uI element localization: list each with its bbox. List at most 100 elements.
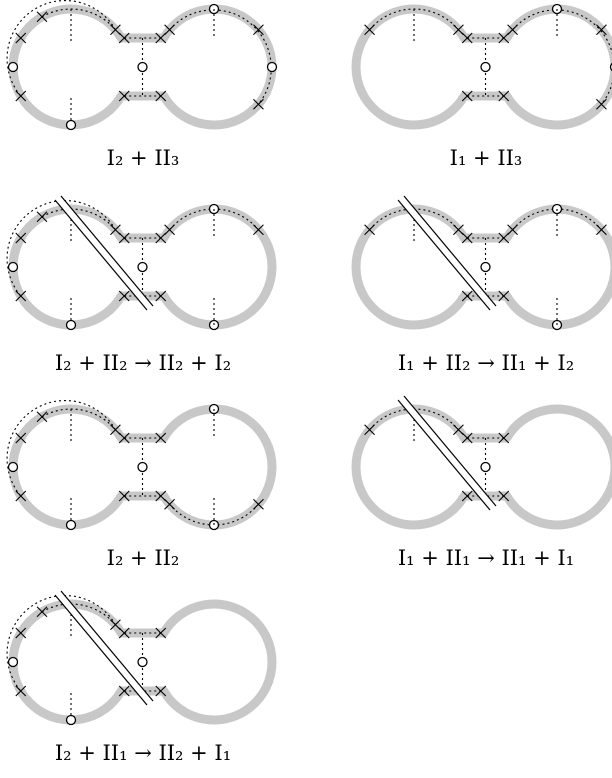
cross-mark xyxy=(155,32,167,44)
cross-mark xyxy=(118,432,130,444)
cross-mark xyxy=(15,627,27,639)
cut-line xyxy=(397,399,491,511)
panel-grid: I₂ + II₃ I₁ + II₃ I₂ + II₂ → II₂ + I₂ I₁ + … xyxy=(6,0,612,765)
cross-mark xyxy=(461,290,473,302)
cross-mark xyxy=(498,432,510,444)
band-outline xyxy=(8,204,277,330)
side-circle xyxy=(7,656,19,668)
neck-circle xyxy=(137,261,148,273)
side-circle xyxy=(266,61,278,73)
cut-line xyxy=(403,195,497,307)
cross-mark xyxy=(155,685,167,697)
cross-mark xyxy=(118,232,130,244)
cut-line-gap xyxy=(54,590,154,706)
panel-caption: I₂ + II₃ xyxy=(107,146,180,170)
cross-mark xyxy=(155,90,167,102)
dumbbell-panel xyxy=(6,195,277,331)
cut-line xyxy=(60,590,154,702)
dumbbell-panel xyxy=(351,195,612,331)
cross-mark xyxy=(461,90,473,102)
dumbbell-panel xyxy=(6,590,277,726)
cut-line xyxy=(54,199,148,311)
cross-mark xyxy=(118,32,130,44)
cut-line xyxy=(403,395,497,507)
cross-mark xyxy=(461,32,473,44)
dotted-path xyxy=(6,594,116,692)
dotted-path xyxy=(41,208,116,231)
cross-mark xyxy=(118,685,130,697)
cross-mark xyxy=(498,32,510,44)
side-circle xyxy=(7,61,19,73)
cross-mark xyxy=(15,432,27,444)
panel-caption: I₁ + II₁ → II₁ + I₁ xyxy=(398,546,574,570)
dotted-path xyxy=(41,408,116,431)
dumbbell-panel xyxy=(6,399,277,531)
cross-mark xyxy=(15,685,27,697)
cross-mark xyxy=(155,490,167,502)
cross-mark xyxy=(15,490,27,502)
cross-mark xyxy=(253,98,264,110)
neck-circle xyxy=(480,261,491,273)
panel-caption: I₁ + II₃ xyxy=(450,146,523,170)
cross-mark xyxy=(155,627,167,639)
cross-mark xyxy=(15,32,27,44)
cross-mark xyxy=(253,24,264,36)
cross-mark xyxy=(507,224,518,236)
cross-mark xyxy=(15,232,27,244)
band-outline xyxy=(8,599,277,725)
cross-mark xyxy=(164,24,175,36)
band-outline xyxy=(8,404,277,530)
panel-caption: I₂ + II₂ → II₂ + I₂ xyxy=(55,351,231,375)
cross-mark xyxy=(118,90,130,102)
cross-mark xyxy=(155,432,167,444)
dotted-path xyxy=(369,8,459,31)
cross-mark xyxy=(118,490,130,502)
dotted-path xyxy=(6,399,116,497)
bottom-circle xyxy=(65,119,77,131)
dumbbell-panel xyxy=(351,3,612,130)
cut-line xyxy=(60,195,154,307)
cross-mark xyxy=(155,290,167,302)
cross-mark xyxy=(498,90,510,102)
cross-mark xyxy=(364,224,375,236)
cross-mark xyxy=(364,424,375,436)
cross-mark xyxy=(507,24,518,36)
cross-mark xyxy=(596,24,607,36)
cross-mark xyxy=(596,98,607,110)
dotted-path xyxy=(6,0,116,97)
neck-circle xyxy=(137,61,148,73)
side-circle xyxy=(7,261,19,273)
dumbbell-panel xyxy=(351,395,612,530)
cross-mark xyxy=(498,290,510,302)
cross-mark xyxy=(118,627,130,639)
neck-circle xyxy=(480,461,491,473)
dumbbell-panel xyxy=(6,0,278,131)
panel-caption: I₁ + II₂ → II₁ + I₂ xyxy=(398,351,574,375)
dotted-path xyxy=(41,603,116,626)
cross-mark xyxy=(15,90,27,102)
bottom-circle xyxy=(65,714,77,726)
cross-mark xyxy=(364,24,375,36)
cross-mark xyxy=(461,232,473,244)
cross-mark xyxy=(155,232,167,244)
cut-line xyxy=(397,199,491,311)
dotted-path xyxy=(169,9,272,105)
panel-caption: I₂ + II₂ xyxy=(107,546,180,570)
neck-circle xyxy=(137,461,148,473)
cross-mark xyxy=(253,498,264,510)
cut-line-gap xyxy=(54,195,154,311)
cross-mark xyxy=(461,490,473,502)
dotted-path xyxy=(41,8,116,31)
neck-circle xyxy=(137,656,148,668)
cross-mark xyxy=(461,432,473,444)
cut-line xyxy=(54,594,148,706)
cross-mark xyxy=(164,224,175,236)
cross-mark xyxy=(498,232,510,244)
bottom-circle xyxy=(65,519,77,531)
side-circle xyxy=(7,461,19,473)
cut-line-gap xyxy=(397,195,497,311)
dotted-path xyxy=(512,9,612,105)
neck-circle xyxy=(480,61,491,73)
cross-mark xyxy=(15,290,27,302)
